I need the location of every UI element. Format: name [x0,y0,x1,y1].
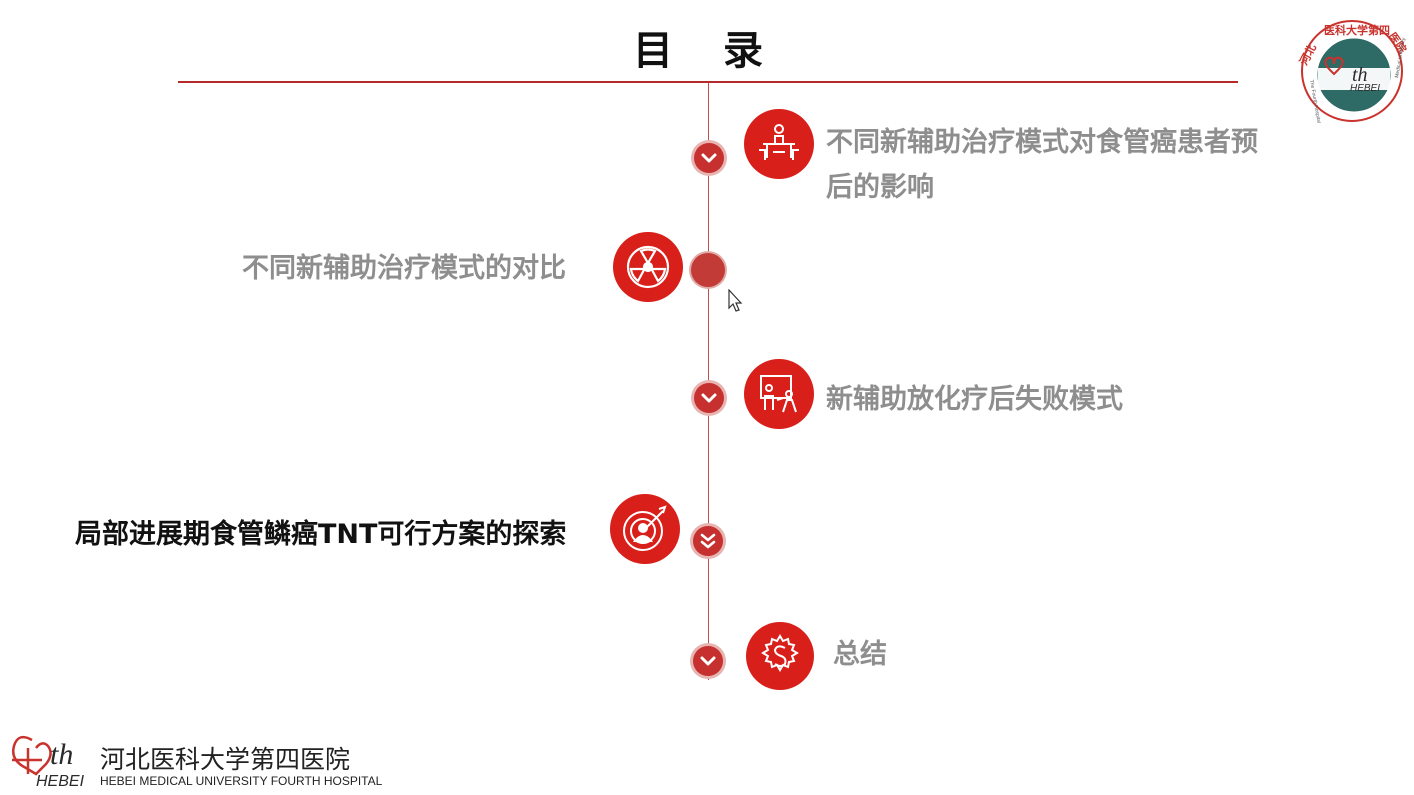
logo-4th-text: th [50,738,73,771]
toc-item-5-label[interactable]: 总结 [833,639,887,670]
toc-item-2-label[interactable]: 不同新辅助治疗模式的对比 [242,253,566,284]
gear-s-icon[interactable] [746,622,814,690]
hospital-name-en: HEBEI MEDICAL UNIVERSITY FOURTH HOSPITAL [100,774,383,788]
toc-item-1-label-line2[interactable]: 后的影响 [826,172,934,203]
hospital-name-cn: 河北医科大学第四医院 [100,745,351,774]
timeline-current-dot[interactable] [691,253,725,287]
chevron-down-icon[interactable] [694,143,724,173]
mouse-cursor-icon [728,289,743,312]
toc-item-1-label[interactable]: 不同新辅助治疗模式对食管癌患者预 [826,127,1258,158]
meeting-table-icon[interactable] [744,109,814,179]
chevron-down-icon[interactable] [693,646,723,676]
chevron-down-icon[interactable] [694,383,724,413]
double-chevron-down-icon[interactable] [693,526,723,556]
radiation-icon[interactable] [613,232,683,302]
timeline-line [708,83,709,680]
logo-hebei-text: HEBEI [36,773,85,790]
hospital-logo-mark: th HEBEI [12,735,85,790]
svg-text:HEBEI: HEBEI [1350,83,1380,94]
hospital-seal-logo: th HEBEI 河北 医科大学第四 医院 The Fourth Hospita… [1296,20,1408,124]
presentation-people-icon[interactable] [744,359,814,429]
target-person-icon[interactable] [610,494,680,564]
svg-text:医科大学第四: 医科大学第四 [1324,23,1390,37]
title-divider [178,81,1238,83]
toc-item-3-label[interactable]: 新辅助放化疗后失败模式 [826,384,1123,415]
svg-text:th: th [1352,64,1368,86]
toc-item-4-label[interactable]: 局部进展期食管鳞癌TNT可行方案的探索 [75,519,567,550]
page-title: 目 录 [633,28,781,74]
